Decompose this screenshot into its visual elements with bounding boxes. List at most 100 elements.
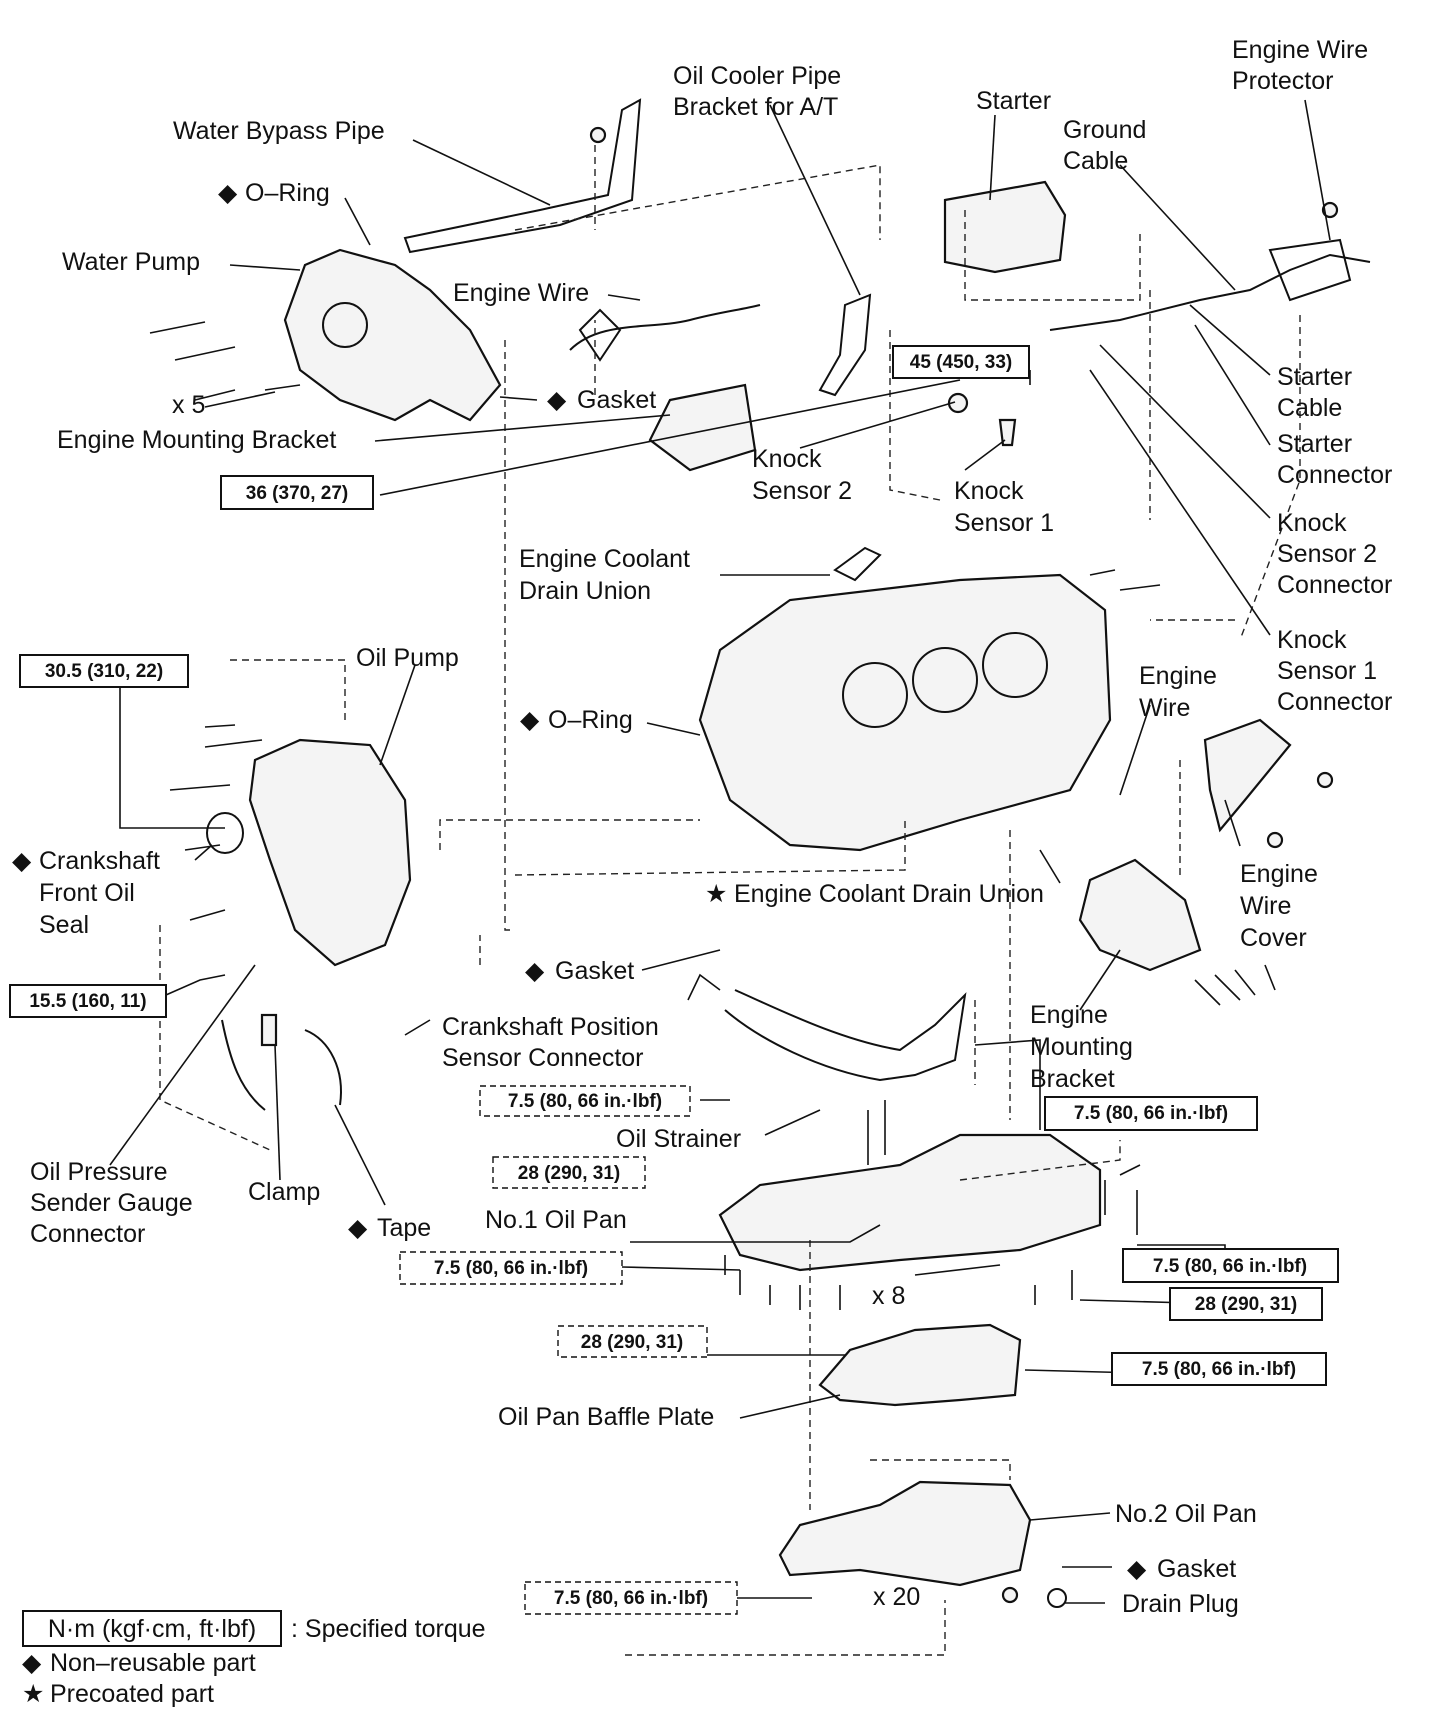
star-icon: ★ (22, 1680, 44, 1708)
label-x20: x 20 (873, 1583, 920, 1611)
starter-drawing (943, 180, 1067, 274)
label-crankshaft-seal-line1: Crankshaft (39, 847, 160, 875)
oil-cooler-bracket-drawing (818, 293, 872, 397)
bore-3 (982, 632, 1048, 698)
leader-lines (109, 99, 1331, 1604)
label-knock-sensor-2-connector-line3: Connector (1277, 571, 1392, 599)
label-ground-cable-line2: Cable (1063, 147, 1128, 175)
crankshaft-seal-drawing (206, 812, 244, 854)
label-knock-sensor-1-line1: Knock (954, 477, 1024, 505)
torque-box-30-5 (19, 654, 189, 688)
legend: N·m (kgf·cm, ft·lbf) : Specified torque … (22, 1610, 486, 1708)
label-tape: Tape (377, 1214, 431, 1242)
label-oil-pressure-line1: Oil Pressure (30, 1158, 168, 1186)
part-drawings (206, 98, 1371, 1608)
label-knock-sensor-2-connector-line2: Sensor 2 (1277, 540, 1377, 568)
torque-box-36 (220, 475, 374, 510)
engine-wire-cover-drawing (1203, 718, 1292, 833)
water-pump-pulley (322, 302, 368, 348)
hose-drawing (221, 1019, 266, 1111)
torque-box-28-pan-right (1169, 1287, 1323, 1321)
label-crankshaft-seal-line2: Front Oil (39, 879, 135, 907)
torque-15-5: 15.5 (160, 11) (29, 991, 146, 1012)
label-starter-connector-line1: Starter (1277, 430, 1352, 458)
label-water-pump: Water Pump (62, 248, 200, 276)
label-engine-coolant-drain-union-line1: Engine Coolant (519, 545, 690, 573)
torque-box-no2 (524, 1581, 738, 1615)
legend-torque-box (22, 1610, 282, 1647)
label-starter: Starter (976, 87, 1051, 115)
torque-45: 45 (450, 33) (910, 352, 1012, 373)
label-gasket-top: Gasket (577, 386, 656, 414)
label-oil-pressure-line2: Sender Gauge (30, 1189, 193, 1217)
torque-28-pan-bottom: 28 (290, 31) (581, 1332, 683, 1353)
label-engine-wire-right-line1: Engine (1139, 662, 1217, 690)
label-crankshaft-seal-line3: Seal (39, 911, 89, 939)
torque-box-28-pan-bottom (557, 1325, 708, 1358)
label-oil-cooler-pipe-line2: Bracket for A/T (673, 93, 838, 121)
label-knock-sensor-2-connector-line1: Knock (1277, 509, 1347, 537)
tape-hose-drawing (304, 1029, 342, 1106)
label-starter-cable-line1: Starter (1277, 363, 1352, 391)
diamond-icon: ◆ (525, 957, 545, 985)
legend-precoated: Precoated part (50, 1680, 214, 1708)
label-engine-wire-cover-line2: Wire (1240, 892, 1291, 920)
torque-36: 36 (370, 27) (246, 483, 348, 504)
star-icon: ★ (705, 880, 727, 908)
water-pump-drawing (283, 248, 502, 422)
diamond-icon: ◆ (1127, 1555, 1147, 1583)
torque-7-5-no2: 7.5 (80, 66 in.·lbf) (554, 1588, 708, 1609)
label-engine-mounting-bracket-right-line2: Mounting (1030, 1033, 1133, 1061)
legend-torque-units: N·m (kgf·cm, ft·lbf) (48, 1615, 256, 1643)
label-engine-mounting-bracket-left: Engine Mounting Bracket (57, 426, 336, 454)
legend-torque-text: : Specified torque (291, 1615, 486, 1643)
label-engine-mounting-bracket-right-line1: Engine (1030, 1001, 1108, 1029)
diamond-icon: ◆ (218, 179, 238, 207)
label-gasket-bottom: Gasket (1157, 1555, 1236, 1583)
label-oil-pressure-line3: Connector (30, 1220, 145, 1248)
label-engine-wire-cover-line1: Engine (1240, 860, 1318, 888)
torque-28-pan-right: 28 (290, 31) (1195, 1294, 1297, 1315)
label-knock-sensor-1-connector-line3: Connector (1277, 688, 1392, 716)
label-crank-pos-sensor-line2: Sensor Connector (442, 1044, 644, 1072)
torque-box-28-strainer (492, 1156, 646, 1189)
water-bypass-pipe-drawing (403, 98, 642, 254)
label-knock-sensor-1-connector-line1: Knock (1277, 626, 1347, 654)
bore-1 (842, 662, 908, 728)
label-engine-wire-cover-line3: Cover (1240, 924, 1307, 952)
label-oil-pump: Oil Pump (356, 644, 459, 672)
label-engine-wire-top: Engine Wire (453, 279, 589, 307)
label-engine-wire-protector-line1: Engine Wire (1232, 36, 1368, 64)
torque-box-pan-right (1122, 1248, 1339, 1283)
label-oil-pan-baffle-plate: Oil Pan Baffle Plate (498, 1403, 714, 1431)
label-starter-connector-line2: Connector (1277, 461, 1392, 489)
torque-box-strainer (479, 1085, 691, 1117)
diamond-icon: ◆ (348, 1214, 368, 1242)
no1-oil-pan-drawing (718, 1133, 1102, 1272)
drain-plug-drawing (1047, 1588, 1067, 1608)
label-knock-sensor-1-line2: Sensor 1 (954, 509, 1054, 537)
engine-mounting-bracket-top-drawing (648, 383, 757, 472)
oil-pump-drawing (248, 738, 412, 967)
label-x8: x 8 (872, 1282, 905, 1310)
label-starter-cable-line2: Cable (1277, 394, 1342, 422)
torque-7-5-pan-right: 7.5 (80, 66 in.·lbf) (1153, 1256, 1307, 1277)
label-clamp: Clamp (248, 1178, 320, 1206)
torque-30-5: 30.5 (310, 22) (45, 661, 163, 682)
label-oil-cooler-pipe-line1: Oil Cooler Pipe (673, 62, 841, 90)
label-o-ring-top: O–Ring (245, 179, 330, 207)
knock-sensor-1-drawing (998, 418, 1017, 447)
torque-7-5-baffle: 7.5 (80, 66 in.·lbf) (1142, 1359, 1296, 1380)
label-crank-pos-sensor-line1: Crankshaft Position (442, 1013, 659, 1041)
bore-2 (912, 647, 978, 713)
oil-strainer-drawing (724, 989, 967, 1082)
label-ground-cable-line1: Ground (1063, 116, 1146, 144)
engine-mounting-bracket-right-drawing (1078, 858, 1202, 972)
starter-cable-drawing (1049, 253, 1371, 331)
label-no1-oil-pan: No.1 Oil Pan (485, 1206, 627, 1234)
label-gasket-mid: Gasket (555, 957, 634, 985)
diamond-icon: ◆ (520, 706, 540, 734)
label-water-bypass-pipe: Water Bypass Pipe (173, 117, 385, 145)
torque-7-5-strainer: 7.5 (80, 66 in.·lbf) (508, 1091, 662, 1112)
